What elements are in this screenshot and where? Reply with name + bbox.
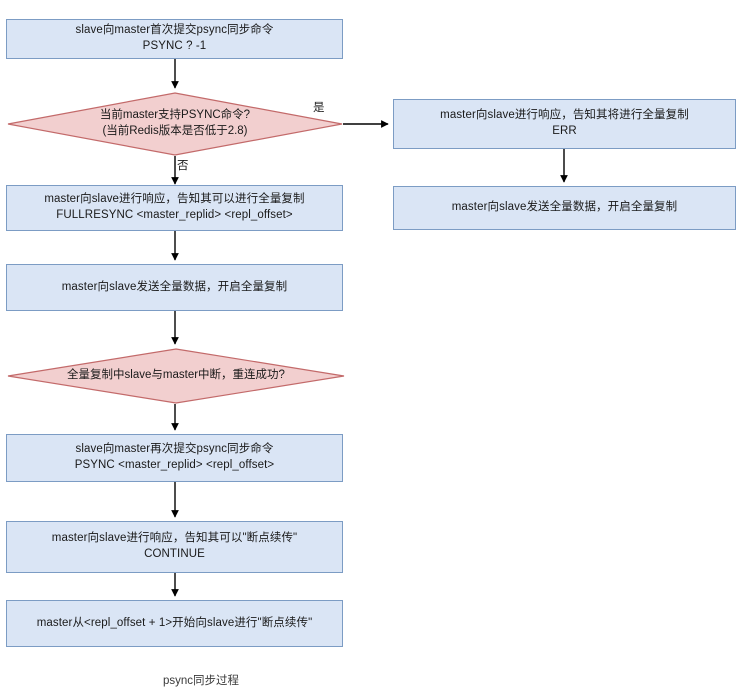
node-psync-second-request[interactable]: slave向master再次提交psync同步命令 PSYNC <master_… (6, 434, 343, 482)
node-line: master从<repl_offset + 1>开始向slave进行"断点续传" (36, 616, 313, 629)
decision-reconnect-success[interactable]: 全量复制中slave与master中断，重连成功? (7, 348, 345, 404)
node-line: master向slave进行响应，告知其可以进行全量复制 (44, 193, 305, 206)
node-line: CONTINUE (144, 548, 205, 560)
node-continue-response[interactable]: master向slave进行响应，告知其可以"断点续传" CONTINUE (6, 521, 343, 573)
node-psync-first-request[interactable]: slave向master首次提交psync同步命令 PSYNC ? -1 (6, 19, 343, 59)
node-line: PSYNC <master_replid> <repl_offset> (74, 459, 275, 471)
diamond-shape (7, 92, 343, 156)
node-line: master向slave进行响应，告知其将进行全量复制 (440, 109, 689, 122)
node-send-full-data-left[interactable]: master向slave发送全量数据，开启全量复制 (6, 264, 343, 311)
node-send-full-data-right[interactable]: master向slave发送全量数据，开启全量复制 (393, 186, 736, 230)
decision-master-supports-psync[interactable]: 当前master支持PSYNC命令? (当前Redis版本是否低于2.8) (7, 92, 343, 156)
node-line: master向slave发送全量数据，开启全量复制 (451, 201, 678, 214)
node-line: slave向master再次提交psync同步命令 (75, 443, 274, 456)
node-line: ERR (552, 125, 577, 137)
node-line: PSYNC ? -1 (142, 40, 207, 52)
edge-label-yes: 是 (313, 102, 325, 114)
diagram-caption: psync同步过程 (163, 675, 240, 687)
node-line: master向slave发送全量数据，开启全量复制 (61, 280, 288, 293)
diamond-shape (7, 348, 345, 404)
node-err-full-resync-response[interactable]: master向slave进行响应，告知其将进行全量复制 ERR (393, 99, 736, 149)
node-fullresync-response[interactable]: master向slave进行响应，告知其可以进行全量复制 FULLRESYNC … (6, 185, 343, 231)
node-line: slave向master首次提交psync同步命令 (75, 24, 274, 37)
node-line: master向slave进行响应，告知其可以"断点续传" (51, 532, 298, 545)
node-line: FULLRESYNC <master_replid> <repl_offset> (56, 209, 293, 221)
edge-label-no: 否 (177, 160, 189, 172)
node-partial-resync-transfer[interactable]: master从<repl_offset + 1>开始向slave进行"断点续传" (6, 600, 343, 647)
